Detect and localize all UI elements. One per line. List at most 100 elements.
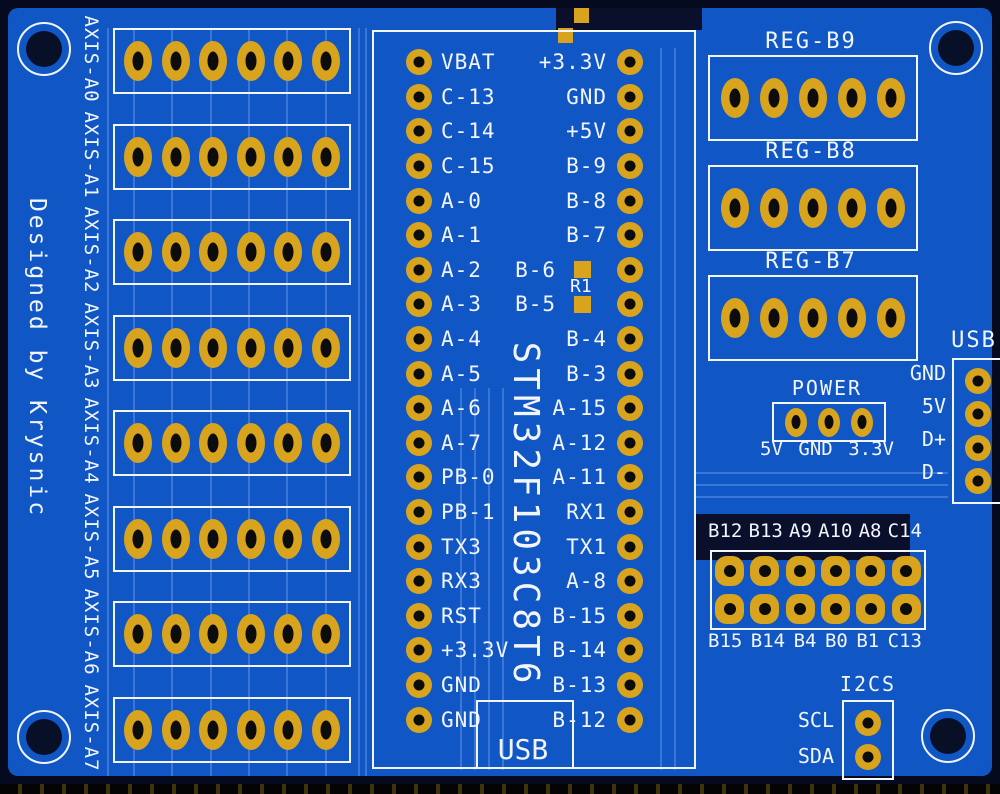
- pin-label: PB-0: [441, 465, 496, 490]
- connector-pad: [311, 519, 340, 559]
- pin-pad: [406, 118, 432, 145]
- pin-pad: [617, 568, 643, 595]
- connector-pad: [750, 556, 780, 586]
- connector-pad: [274, 710, 303, 750]
- resistor-pad: [574, 261, 591, 279]
- connector-pad: [838, 188, 866, 228]
- connector-pad: [124, 710, 153, 750]
- mcu-pin-row: A-7: [406, 426, 606, 461]
- connector-pad: [799, 188, 827, 228]
- pin-label: +3.3V: [441, 638, 510, 663]
- pin-label: RST: [441, 603, 482, 628]
- pin-label: RX3: [441, 569, 482, 594]
- pin-label: A-3: [441, 292, 482, 317]
- connector-pad: [799, 78, 827, 118]
- connector-pad: [760, 188, 788, 228]
- connector-pad: [236, 614, 265, 654]
- mounting-hole: [921, 709, 975, 763]
- pin-pad: [406, 153, 432, 180]
- connector-pad: [274, 614, 303, 654]
- connector-pad: [721, 188, 749, 228]
- connector-pad: [311, 423, 340, 463]
- mcu-pin-row: B-12: [410, 702, 643, 737]
- connector-pad: [877, 78, 905, 118]
- usb-pin-label: GND: [909, 361, 946, 385]
- gpio-pin-label: C13: [887, 630, 922, 652]
- pin-label: A-8: [566, 569, 607, 594]
- axis-connector-label: AXIS-A1: [80, 111, 102, 199]
- connector-pad: [236, 137, 265, 177]
- pin-pad: [406, 706, 432, 733]
- pin-label: B-14: [552, 638, 607, 663]
- axis-connector-label: AXIS-A0: [80, 15, 102, 103]
- gpio-pin-label: C14: [887, 520, 922, 542]
- pin-pad: [406, 533, 432, 560]
- pin-label: A-7: [441, 430, 482, 455]
- reg-b7-connector: [708, 275, 918, 361]
- pin-label: VBAT: [441, 50, 496, 75]
- connector-pad: [855, 710, 881, 736]
- connector-pad: [721, 78, 749, 118]
- connector-pad: [161, 710, 190, 750]
- mcu-pin-row: B-6: [410, 253, 643, 288]
- board-edge-ruler: [0, 784, 1000, 794]
- reg-header-label: REG-B7: [765, 249, 857, 274]
- pin-pad: [406, 602, 432, 629]
- pin-pad: [406, 256, 432, 283]
- mcu-pin-row: C-14: [406, 114, 606, 149]
- mcu-pin-row: A-12: [410, 426, 643, 461]
- axis-connector-a6: [113, 601, 351, 667]
- connector-pad: [124, 328, 153, 368]
- connector-pad: [856, 594, 886, 624]
- connector-pad: [721, 298, 749, 338]
- designer-text: Designed by Krysnic: [24, 197, 50, 519]
- pin-label: B-6: [515, 257, 556, 282]
- usb-header-connector: [952, 358, 1000, 504]
- connector-pad: [891, 556, 921, 586]
- connector-pad: [124, 137, 153, 177]
- mcu-pin-row: B-14: [410, 633, 643, 668]
- mcu-pin-row: A-6: [406, 391, 606, 426]
- connector-pad: [236, 41, 265, 81]
- connector-pad: [161, 423, 190, 463]
- axis-connector-a4: [113, 410, 351, 476]
- pin-pad: [617, 326, 643, 353]
- mcu-pin-row: B-8: [410, 183, 643, 218]
- pin-label: +3.3V: [538, 50, 607, 75]
- pin-pad: [617, 395, 643, 422]
- mcu-pin-row: A-0: [406, 183, 606, 218]
- mcu-pin-row: B-15: [410, 599, 643, 634]
- pin-pad: [406, 360, 432, 387]
- connector-pad: [838, 78, 866, 118]
- mounting-hole: [929, 21, 983, 75]
- connector-pad: [311, 710, 340, 750]
- usb-pin-label: D+: [921, 427, 946, 451]
- pin-label: B-12: [552, 707, 607, 732]
- connector-pad: [199, 710, 228, 750]
- power-pin-labels: 5V GND 3.3V: [760, 438, 894, 460]
- pcb-board: Designed by Krysnic AXIS-A0 AXIS-A1 AXIS…: [8, 8, 1000, 780]
- connector-pad: [965, 367, 991, 394]
- axis-connector-label: AXIS-A4: [80, 397, 102, 485]
- gpio-pin-label: B14: [750, 630, 786, 652]
- pin-label: B-5: [515, 292, 556, 317]
- connector-pad: [124, 41, 153, 81]
- connector-pad: [199, 232, 228, 272]
- connector-pad: [236, 232, 265, 272]
- pin-pad: [406, 568, 432, 595]
- pin-pad: [406, 395, 432, 422]
- mcu-pin-row: B-4: [410, 322, 643, 357]
- mcu-pin-row: +3.3V: [406, 633, 606, 668]
- mcu-pin-row: A-15: [410, 391, 643, 426]
- connector-pad: [851, 407, 873, 437]
- pin-label: GND: [441, 672, 482, 697]
- substrate-cutout-top: [556, 8, 702, 30]
- pin-pad: [406, 637, 432, 664]
- gpio-pin-label: B0: [824, 630, 848, 652]
- pin-label: A-5: [441, 361, 482, 386]
- connector-pad: [785, 407, 807, 437]
- connector-pad: [124, 232, 153, 272]
- reg-b8-connector: [708, 165, 918, 251]
- axis-connector-label: AXIS-A6: [80, 588, 102, 676]
- pin-label: A-1: [441, 223, 482, 248]
